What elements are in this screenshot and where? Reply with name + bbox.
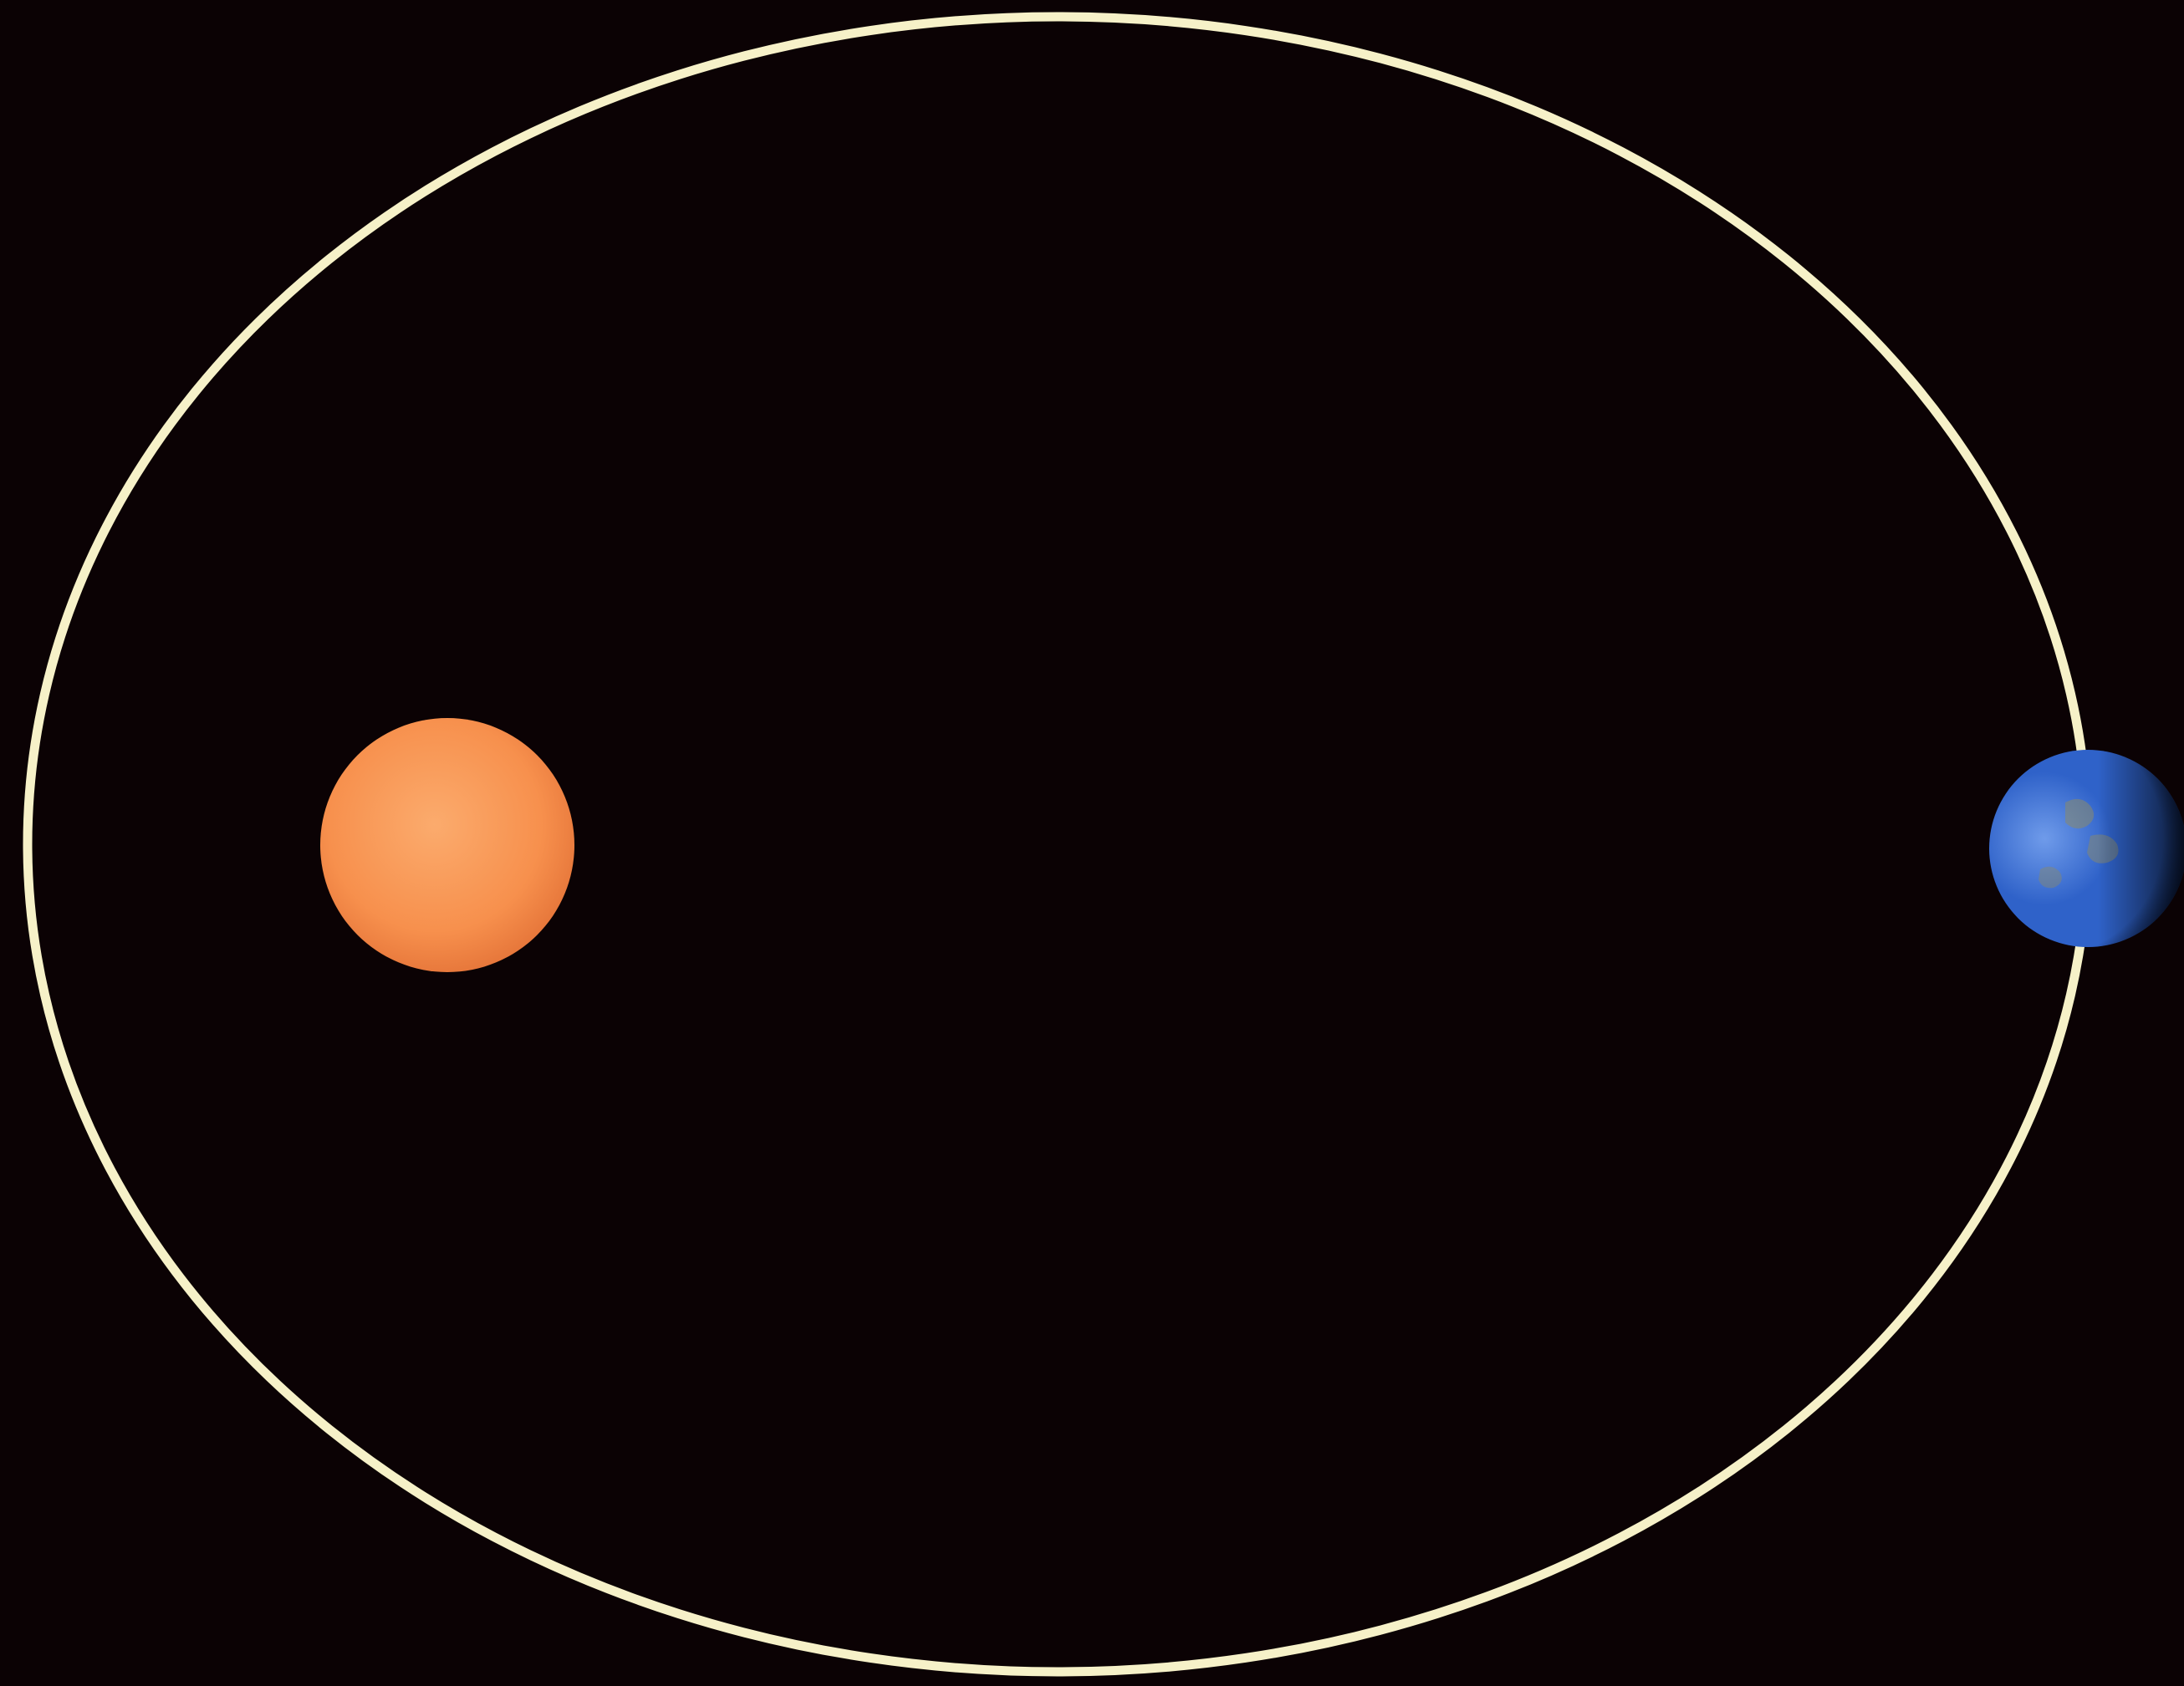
sun — [320, 718, 574, 972]
earth — [1989, 750, 2184, 947]
earth-night-side — [1989, 750, 2184, 947]
